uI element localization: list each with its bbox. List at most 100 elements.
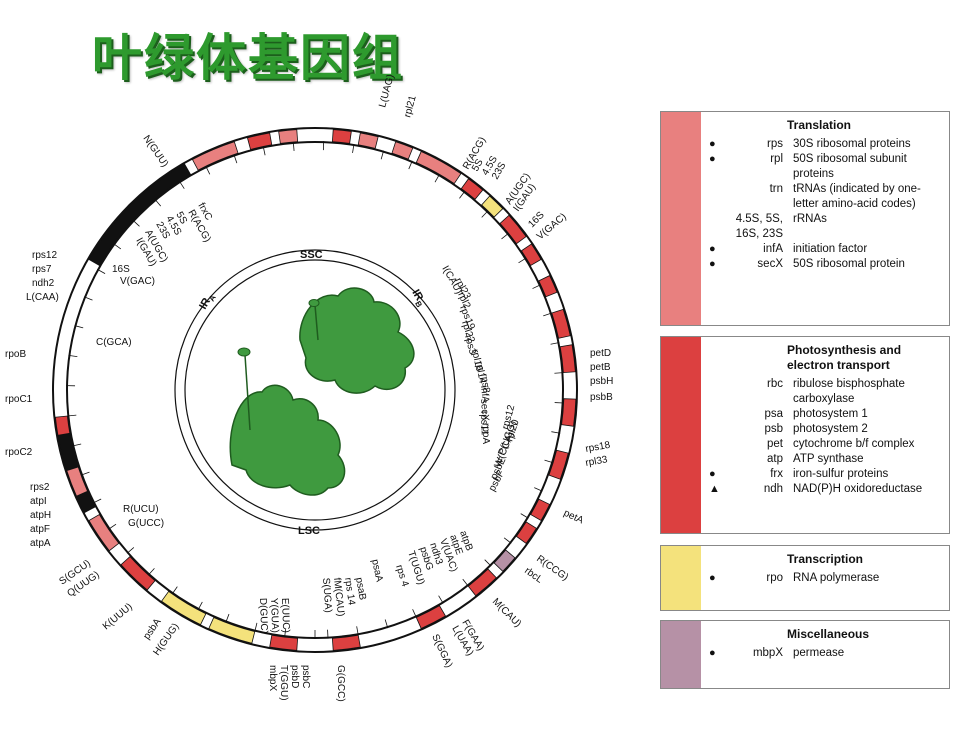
gene-tick [148, 568, 155, 576]
gene-tick [356, 626, 359, 636]
gene-tick [154, 198, 162, 207]
gene-tick [197, 601, 203, 611]
gene-tick [550, 342, 560, 345]
gene-label: rbcL [522, 565, 545, 585]
gene-label: rps11 [478, 411, 490, 436]
legend-swatch-photosynthesis [661, 337, 701, 533]
gene-labels-right-outer: petD petB psbH psbB rps18 rpl33 petA R(C… [490, 348, 613, 630]
gene-label: V(GAC) [120, 276, 155, 287]
gene-label: petB [590, 362, 611, 373]
gene-tick [380, 150, 385, 160]
gene-tick [520, 513, 529, 519]
gene-label: secX [478, 398, 491, 421]
gene-tick [132, 219, 140, 227]
gene-label: M(CAU) [490, 596, 523, 629]
gene-label: psaA [369, 558, 385, 583]
outer-ring [52, 127, 578, 653]
gene-ticks [66, 141, 564, 639]
gene-label: psbB [590, 392, 613, 403]
gene-segment [551, 308, 571, 339]
gene-label: petD [590, 348, 611, 359]
region-circle [174, 249, 456, 531]
region-irb: IRB [408, 288, 429, 310]
gene-segment [208, 616, 256, 644]
region-ssc: SSC [300, 249, 323, 261]
gene-segments [54, 129, 577, 651]
gene-label: infA [478, 385, 491, 404]
gene-segment [520, 243, 542, 267]
gene-segment [530, 498, 551, 522]
region-circle-inner [184, 259, 446, 521]
gene-label: rps12 [32, 250, 57, 261]
gene-tick [438, 595, 444, 604]
gene-label: rps8 [478, 373, 492, 394]
gene-tick [554, 372, 564, 374]
gene-tick [459, 190, 466, 199]
gene-labels-right-inner: I(CAU) rpl23 rpl2 rps19 rpl22 rps3 rpl16… [439, 264, 521, 493]
gene-tick [233, 154, 238, 164]
gene-label: rps 4 [393, 564, 410, 589]
gene-label: rps 14 [342, 577, 357, 606]
gene-label: N(GUU) [141, 133, 171, 169]
gene-tick [412, 609, 417, 618]
gene-segment [191, 141, 239, 171]
gene-label: rps2 [30, 482, 50, 493]
gene-label: rpl14 [473, 361, 488, 385]
gene-tick [74, 325, 84, 329]
chloroplast-genome-map: SSC LSC IRA IRB rpoB rpoC1 rpoC2 rps2 at… [5, 73, 613, 701]
gene-label: fM(CAU) [331, 577, 346, 617]
gene-segment [538, 275, 558, 298]
legend-swatch-transcription [661, 546, 701, 610]
gene-label: R(UCU) [123, 504, 159, 515]
gene-segment [120, 556, 156, 591]
gene-label: Y(GUA) [268, 598, 280, 633]
gene-label: rpl33 [585, 454, 609, 469]
gene-label: psbD [289, 665, 300, 688]
gene-label: ndh2 [32, 278, 55, 289]
gene-label: petA [562, 508, 586, 527]
gene-label: atpI [30, 496, 47, 507]
gene-tick [108, 523, 117, 530]
gene-segment [561, 398, 577, 427]
legend-header: Translation [787, 118, 852, 132]
gene-tick [534, 487, 543, 492]
legend-header: Transcription [787, 552, 864, 566]
gene-segment [499, 214, 527, 245]
gene-segment [278, 129, 299, 144]
gene-label: rpl21 [402, 94, 418, 119]
gene-segment [357, 132, 379, 149]
region-ira: IRA [197, 291, 218, 313]
gene-tick [543, 312, 552, 317]
gene-label: L(UAG) [377, 73, 396, 109]
gene-label: K(UUU) [101, 601, 135, 632]
gene-label: atpA [30, 538, 51, 549]
legend-header: Photosynthesis and electron transport [787, 343, 902, 372]
gene-segment [88, 513, 120, 552]
gene-segment [161, 590, 207, 626]
gene-tick [501, 232, 509, 240]
gene-segment [460, 178, 484, 200]
gene-tick [171, 586, 178, 595]
gene-label: T(GGU) [278, 665, 289, 701]
gene-label: mbpX [267, 665, 278, 691]
page-title: 叶绿体基因组 [92, 29, 404, 87]
gene-tick [262, 146, 266, 156]
gene-tick [544, 459, 554, 464]
gene-label: D(GUC) [257, 598, 269, 634]
gene-tick [434, 174, 440, 183]
gene-label: S(GGA) [429, 633, 454, 670]
gene-label: psbH [590, 376, 613, 387]
